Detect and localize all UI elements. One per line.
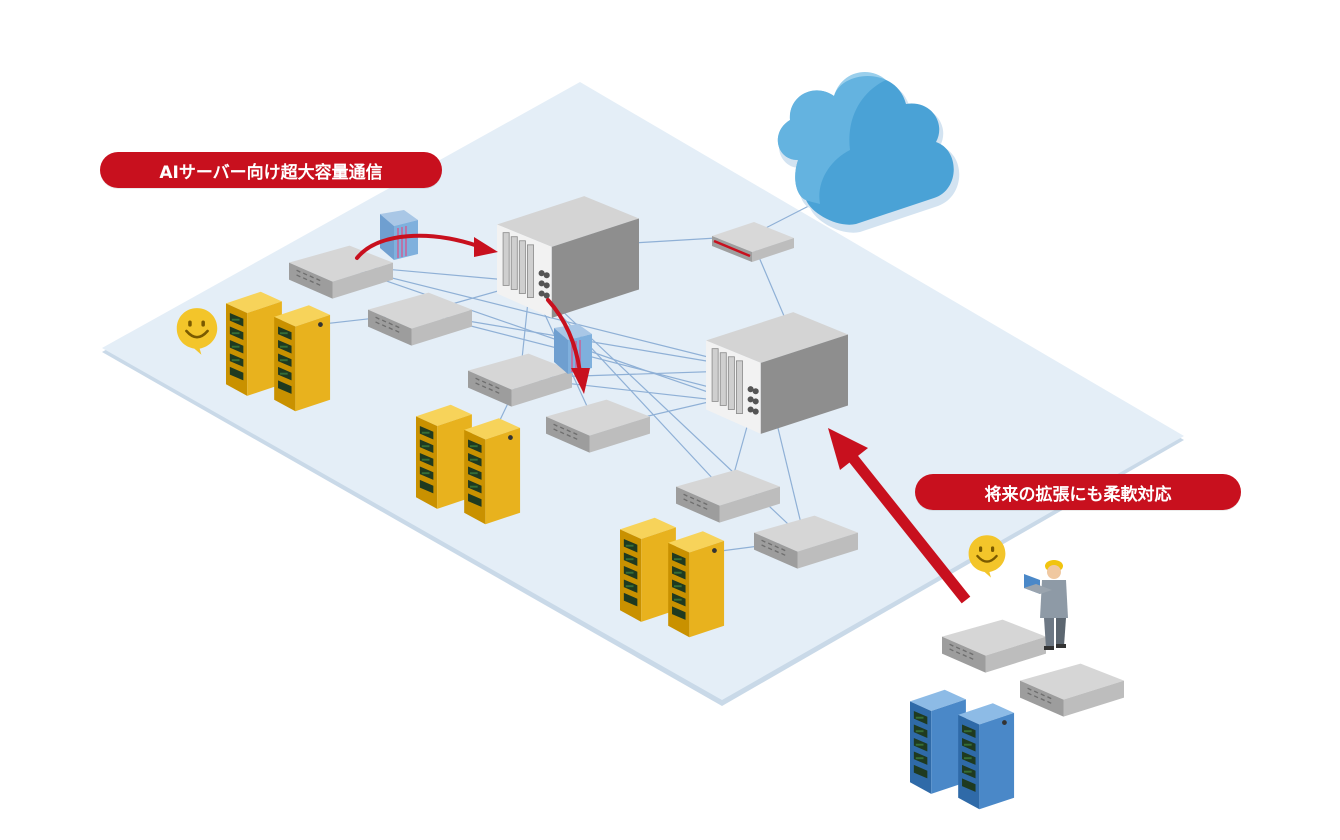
cloud-icon xyxy=(777,72,960,233)
switch-icon xyxy=(1020,662,1124,718)
callout-future-expansion: 将来の拡張にも柔軟対応 xyxy=(915,474,1241,510)
new-server-rack-icon xyxy=(910,689,1015,810)
arrow-head-icon xyxy=(474,237,498,257)
engineer-with-laptop-icon xyxy=(1024,560,1068,650)
smiley-bubble-icon xyxy=(967,533,1007,579)
traffic-arrows xyxy=(355,233,582,374)
arrow-icon xyxy=(355,233,480,260)
callout-ai-traffic: AIサーバー向け超大容量通信 xyxy=(100,152,442,188)
gateway-router-icon xyxy=(712,222,794,262)
network-platform xyxy=(102,82,1184,706)
arrow-head-icon xyxy=(828,428,868,470)
expansion-arrow xyxy=(828,428,971,604)
switch-icon xyxy=(942,618,1046,674)
arrow-icon xyxy=(843,448,971,604)
arrow-icon xyxy=(546,298,582,374)
arrow-head-icon xyxy=(571,368,590,394)
